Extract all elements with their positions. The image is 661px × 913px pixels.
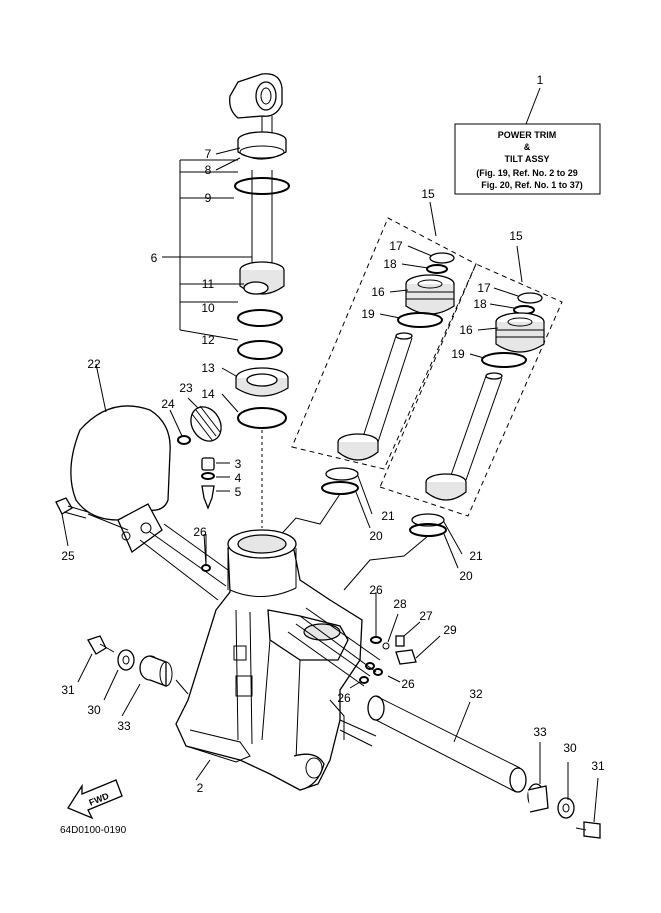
callout-bracket-6 [162,147,252,341]
callout-26-d: 26 [337,691,351,705]
callout-18-left: 18 [383,257,397,271]
callout-9: 9 [205,191,212,205]
callout-28: 28 [393,597,407,611]
info-box-line4: (Fig. 19, Ref. No. 2 to 29 [476,168,578,178]
axis-lines [139,523,401,747]
filter-part [169,397,222,445]
shaft [367,695,527,793]
callout-10: 10 [201,301,215,315]
callout-29: 29 [443,623,457,637]
callout-13: 13 [201,361,215,375]
callout-20-right: 20 [459,569,473,583]
callout-17-left: 17 [389,239,403,253]
callout-15-right: 15 [509,229,523,243]
callout-30-left: 30 [87,703,101,717]
callout-15-left: 15 [421,187,435,201]
callout-11: 11 [202,277,215,291]
fwd-arrow-icon: FWD [67,779,123,820]
main-housing [175,529,363,791]
callout-25: 25 [61,549,75,563]
callout-26-b: 26 [369,583,383,597]
callout-31-right: 31 [591,759,605,773]
callout-33-right: 33 [533,725,547,739]
callout-2: 2 [197,781,204,795]
callout-16-left: 16 [371,285,385,299]
callout-4: 4 [235,471,242,485]
valve-parts [201,457,230,510]
callout-20-left: 20 [369,529,383,543]
leader-lines-right [379,201,523,359]
left-hardware [77,635,189,717]
callout-24: 24 [161,397,175,411]
callout-16-right: 16 [459,323,473,337]
callout-7: 7 [205,147,212,161]
right-hardware [527,742,601,839]
bolt-25 [55,497,129,547]
callout-19-right: 19 [451,347,465,361]
callout-23: 23 [179,381,193,395]
info-box-line1: POWER TRIM [498,130,557,140]
callout-26-c: 26 [401,677,415,691]
callout-labels: 1 2 3 4 5 6 7 8 9 10 11 12 13 14 15 15 1… [61,73,605,795]
callout-30-right: 30 [563,741,577,755]
callout-27: 27 [419,609,433,623]
callout-33-left: 33 [117,719,131,733]
callout-31-left: 31 [61,683,75,697]
callout-21-left: 21 [381,509,395,523]
callout-3: 3 [235,457,242,471]
small-parts-27-29 [382,613,441,665]
callout-17-right: 17 [477,281,491,295]
leader-lines-left [205,367,239,564]
info-box: POWER TRIM & TILT ASSY (Fig. 19, Ref. No… [454,87,601,195]
trim-ram-left-group [291,217,477,470]
info-box-line5: Fig. 20, Ref. No. 1 to 37) [481,180,583,190]
callout-1: 1 [537,73,544,87]
callout-14: 14 [201,387,215,401]
drawing-code: 64D0100-0190 [60,825,127,836]
callout-19-left: 19 [361,307,375,321]
callout-32: 32 [469,687,483,701]
tilt-rod-assembly [229,73,290,528]
side-cover [70,363,171,554]
info-box-line3: TILT ASSY [505,154,550,164]
callout-21-right: 21 [469,549,483,563]
callout-5: 5 [235,485,242,499]
trim-ram-right-group [379,263,563,517]
callout-22: 22 [87,357,101,371]
callout-6: 6 [151,251,158,265]
callout-26-a: 26 [193,525,207,539]
assembly-guide-lines [275,493,429,591]
info-box-line2: & [524,142,531,152]
callout-18-right: 18 [473,297,487,311]
callout-8: 8 [205,163,212,177]
ram-seals [321,467,463,569]
callout-12: 12 [201,333,215,347]
